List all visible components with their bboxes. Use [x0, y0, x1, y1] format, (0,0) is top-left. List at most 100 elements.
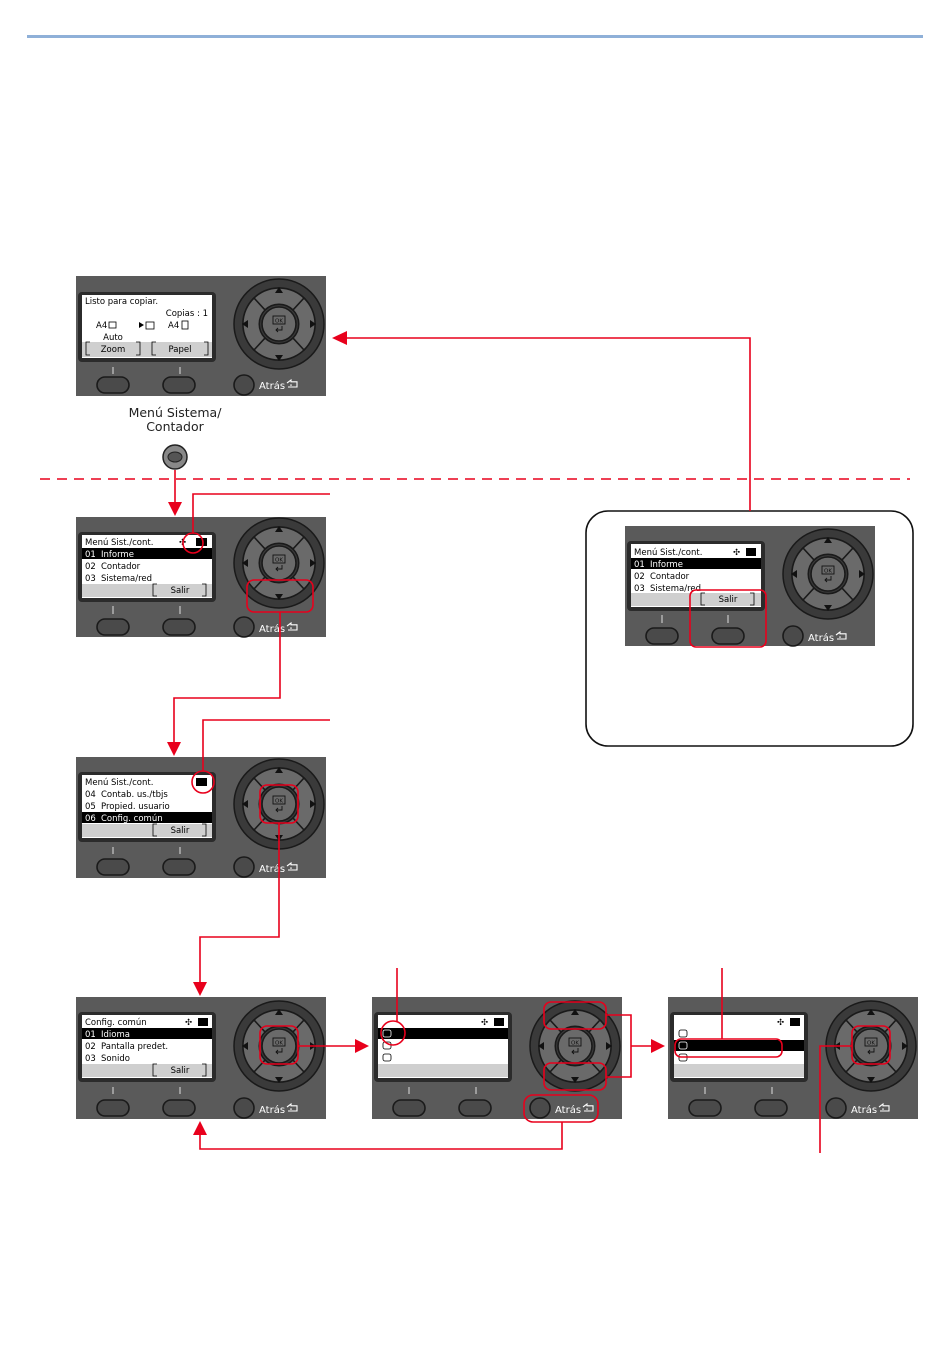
play-icon — [139, 322, 144, 328]
left-select-key[interactable] — [688, 1099, 722, 1117]
right-select-key[interactable] — [162, 618, 196, 636]
arrowhead — [651, 1039, 665, 1053]
menu-item-number: 01 — [85, 1030, 96, 1040]
panel-language-list: ✣ Atrás — [372, 997, 622, 1123]
menu-title: Menú Sist./cont. — [634, 548, 702, 558]
callout-line — [202, 719, 330, 771]
connector-ok-key — [199, 823, 280, 983]
ok-icon — [746, 548, 756, 556]
paper-orientation-icon — [181, 320, 189, 330]
menu-item-number: 03 — [85, 574, 96, 584]
back-key[interactable] — [529, 1097, 551, 1119]
right-select-key[interactable] — [711, 627, 745, 645]
left-select-key[interactable] — [96, 376, 130, 394]
menu-item-language[interactable]: Idioma — [101, 1030, 130, 1040]
ok-icon — [790, 1018, 800, 1026]
highlight-exit-softkey — [689, 589, 767, 648]
right-select-key[interactable] — [162, 858, 196, 876]
panel-common-settings: Config. común ✣ 01 Idioma 02 Pantalla pr… — [76, 997, 326, 1119]
softkey-exit-label: Salir — [171, 826, 190, 836]
menu-item-number: 01 — [85, 550, 96, 560]
back-key[interactable] — [825, 1097, 847, 1119]
ok-icon — [494, 1018, 504, 1026]
ok-icon — [196, 538, 207, 546]
left-select-key[interactable] — [96, 618, 130, 636]
left-select-key[interactable] — [96, 858, 130, 876]
highlight-back-key — [523, 1094, 599, 1123]
ok-icon — [196, 778, 207, 786]
menu-item-sistema-red[interactable]: Sistema/red — [650, 584, 701, 594]
menu-item-job-accounting[interactable]: Contab. us./tbjs — [101, 790, 168, 800]
highlight-selected-row — [674, 1038, 783, 1058]
arrowhead — [168, 502, 182, 516]
menu-title: Menú Sist./cont. — [85, 778, 153, 788]
right-select-key[interactable] — [458, 1099, 492, 1117]
back-key-label: Atrás — [259, 380, 285, 392]
arrowhead — [355, 1039, 369, 1053]
menu-item-sistema-red[interactable]: Sistema/red — [101, 574, 152, 584]
menu-item-common-settings[interactable]: Config. común — [101, 814, 163, 824]
left-select-key[interactable] — [96, 1099, 130, 1117]
header-rule — [27, 35, 923, 38]
menu-item-user-property[interactable]: Propied. usuario — [101, 802, 170, 812]
back-key[interactable] — [233, 374, 255, 396]
system-menu-key-icon — [167, 451, 183, 463]
original-size: A4 — [96, 321, 107, 331]
back-key-label: Atrás — [555, 1104, 581, 1116]
menu-item-contador[interactable]: Contador — [650, 572, 690, 582]
back-key-label: Atrás — [259, 623, 285, 635]
ok-icon — [198, 1018, 208, 1026]
right-select-key[interactable] — [162, 376, 196, 394]
navigation-pad[interactable] — [233, 278, 325, 370]
arrowhead — [332, 331, 347, 345]
back-key[interactable] — [233, 1097, 255, 1119]
radio-selected-icon — [382, 1029, 392, 1038]
menu-item-default-screen[interactable]: Pantalla predet. — [101, 1042, 168, 1052]
menu-item-number: 01 — [634, 560, 645, 570]
menu-title: Config. común — [85, 1018, 147, 1028]
menu-item-contador[interactable]: Contador — [101, 562, 141, 572]
move-icon: ✣ — [733, 548, 740, 558]
arrowhead — [167, 742, 181, 756]
panel-language-selected: ✣ Atrás — [668, 997, 918, 1119]
softkey-exit-label: Salir — [719, 595, 738, 605]
menu-item-informe[interactable]: Informe — [101, 550, 134, 560]
copies-count: Copias : 1 — [166, 309, 208, 319]
panel-system-menu: Menú Sist./cont. ✣ 01 Informe 02 Contado… — [76, 517, 326, 638]
menu-item-number: 02 — [85, 1042, 96, 1052]
menu-title: Menú Sist./cont. — [85, 538, 153, 548]
back-key-label: Atrás — [851, 1104, 877, 1116]
left-select-key[interactable] — [392, 1099, 426, 1117]
right-select-key[interactable] — [754, 1099, 788, 1117]
menu-item-number: 05 — [85, 802, 96, 812]
move-icon: ✣ — [185, 1018, 192, 1028]
status-text: Listo para copiar. — [85, 297, 158, 307]
connector-back-key — [199, 1122, 563, 1150]
connector-return-to-ready — [345, 337, 751, 511]
back-key[interactable] — [233, 856, 255, 878]
tray-icon — [145, 321, 155, 330]
highlight-ok-key — [259, 1025, 299, 1065]
menu-item-sound[interactable]: Sonido — [101, 1054, 130, 1064]
move-icon: ✣ — [481, 1018, 488, 1028]
original-orientation-icon — [108, 321, 117, 329]
back-key-label: Atrás — [808, 632, 834, 644]
left-select-key[interactable] — [645, 627, 679, 645]
zoom-value: Auto — [103, 333, 123, 343]
callout-line — [819, 1045, 852, 1153]
arrowhead — [193, 1121, 207, 1135]
right-select-key[interactable] — [162, 1099, 196, 1117]
navigation-pad[interactable] — [782, 528, 874, 620]
back-key[interactable] — [782, 625, 804, 647]
menu-item-number: 02 — [85, 562, 96, 572]
paper-size: A4 — [168, 321, 179, 331]
softkey-exit-label: Salir — [171, 586, 190, 596]
menu-item-number: 04 — [85, 790, 96, 800]
move-icon: ✣ — [777, 1018, 784, 1028]
back-key[interactable] — [233, 616, 255, 638]
menu-item-informe[interactable]: Informe — [650, 560, 683, 570]
softkey-exit-label: Salir — [171, 1066, 190, 1076]
connector-down-key — [173, 612, 281, 743]
menu-item-number: 06 — [85, 814, 96, 824]
